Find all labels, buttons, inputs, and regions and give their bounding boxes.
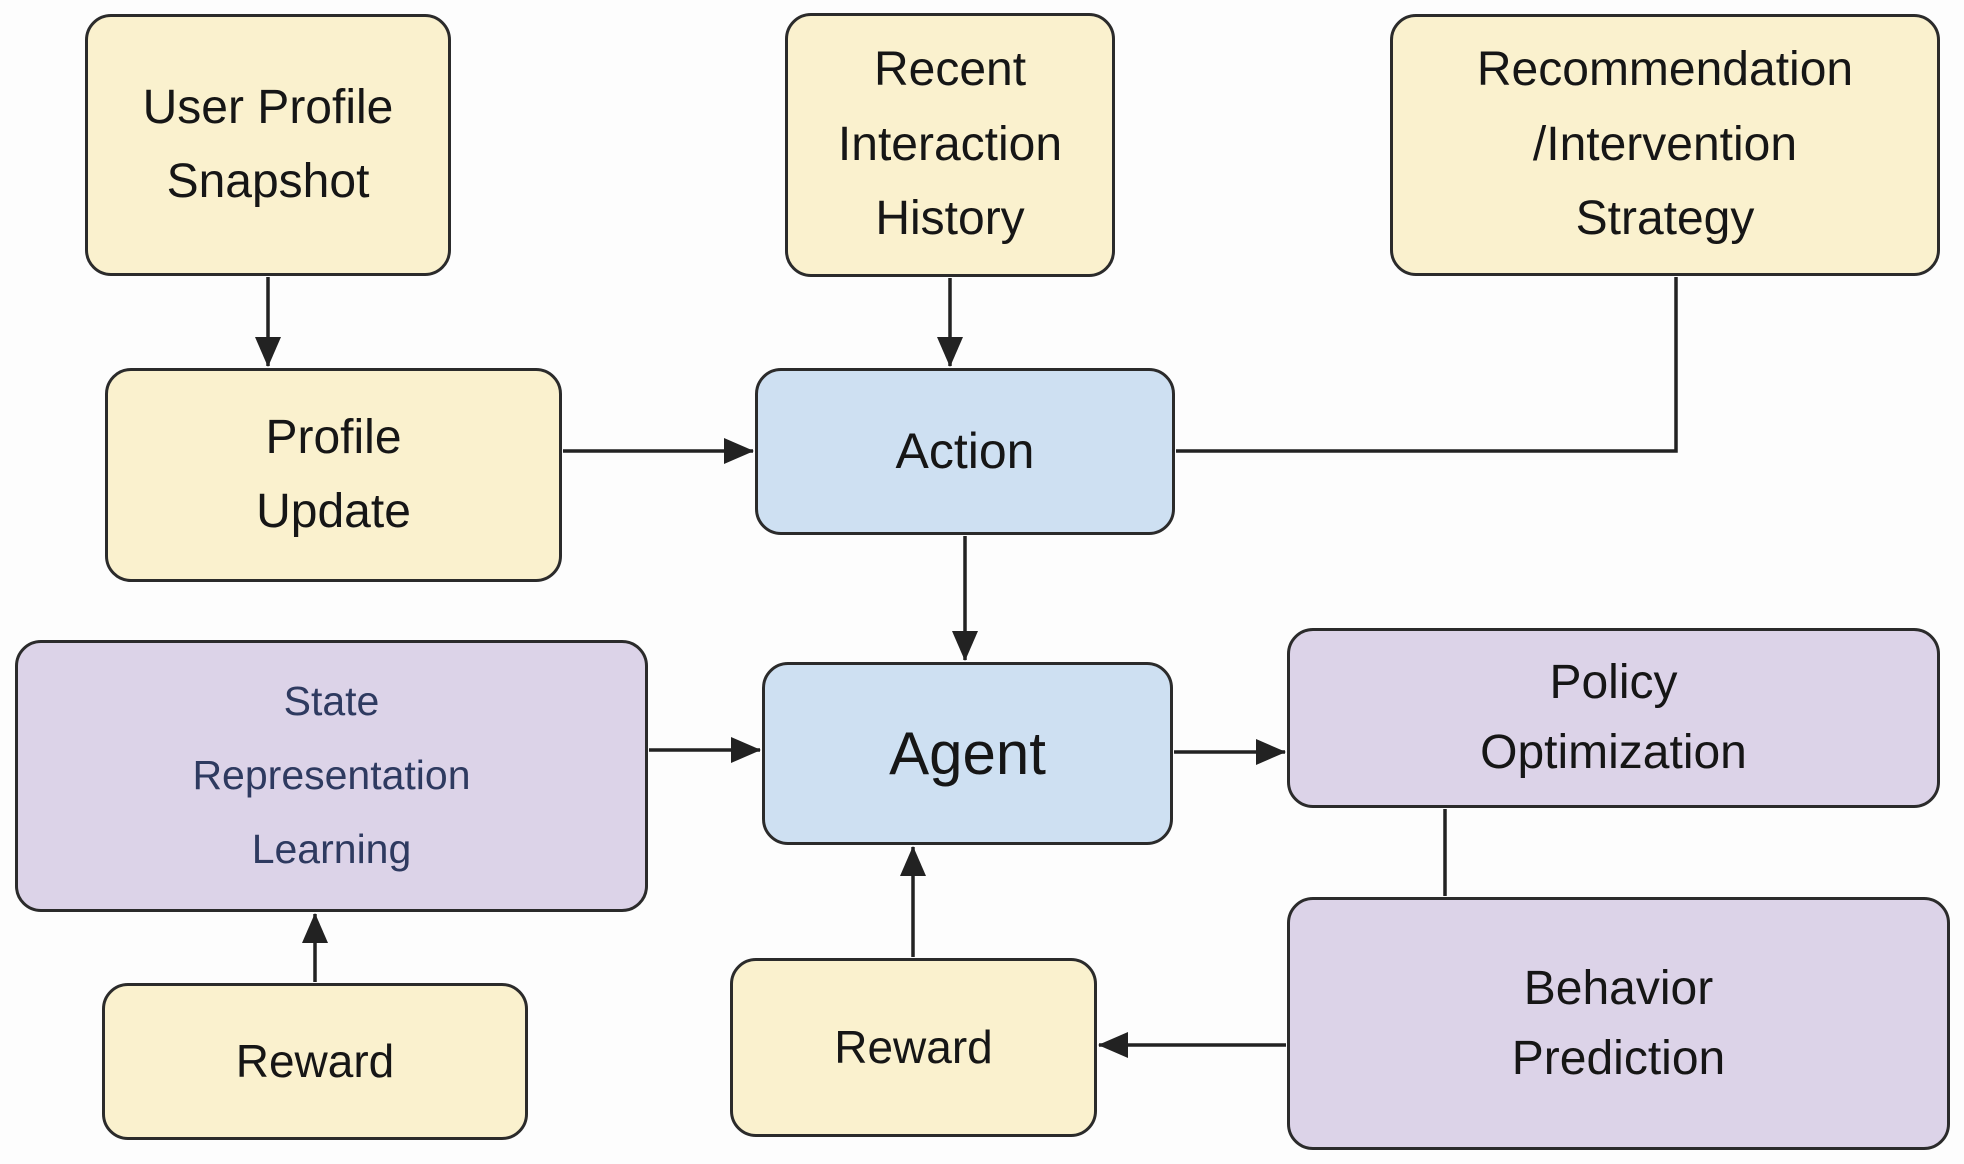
- node-label-line: State: [283, 678, 380, 725]
- node-label-line: Optimization: [1480, 726, 1747, 779]
- node-label-line: /Intervention: [1532, 117, 1798, 171]
- node-label-line: User Profile: [142, 80, 394, 134]
- node-label-line: History: [875, 192, 1025, 246]
- node-label-line: Action: [895, 423, 1035, 479]
- node-reward-middle: Reward: [730, 958, 1097, 1137]
- node-label-line: Update: [256, 485, 411, 538]
- node-reward-left: Reward: [102, 983, 528, 1140]
- node-label-line: Interaction: [837, 117, 1063, 171]
- node-label-line: Recent: [873, 43, 1027, 97]
- node-label-line: Behavior: [1523, 961, 1714, 1015]
- node-label-line: Profile: [265, 410, 402, 464]
- node-label-line: Recommendation: [1476, 43, 1854, 97]
- node-label-line: Representation: [192, 752, 471, 799]
- node-label-line: Reward: [235, 1034, 395, 1087]
- node-label-line: Agent: [889, 719, 1046, 787]
- edge-action-to-recommendation-intervention-strategy: [1176, 277, 1678, 453]
- node-label-line: Strategy: [1575, 192, 1755, 246]
- node-label-line: Reward: [834, 1020, 993, 1073]
- node-label-line: Policy: [1549, 656, 1678, 710]
- node-label-line: Prediction: [1511, 1031, 1726, 1085]
- node-action: Action: [755, 368, 1175, 535]
- node-label-line: Snapshot: [166, 155, 370, 208]
- node-label-line: Learning: [251, 825, 412, 872]
- node-agent: Agent: [762, 662, 1173, 845]
